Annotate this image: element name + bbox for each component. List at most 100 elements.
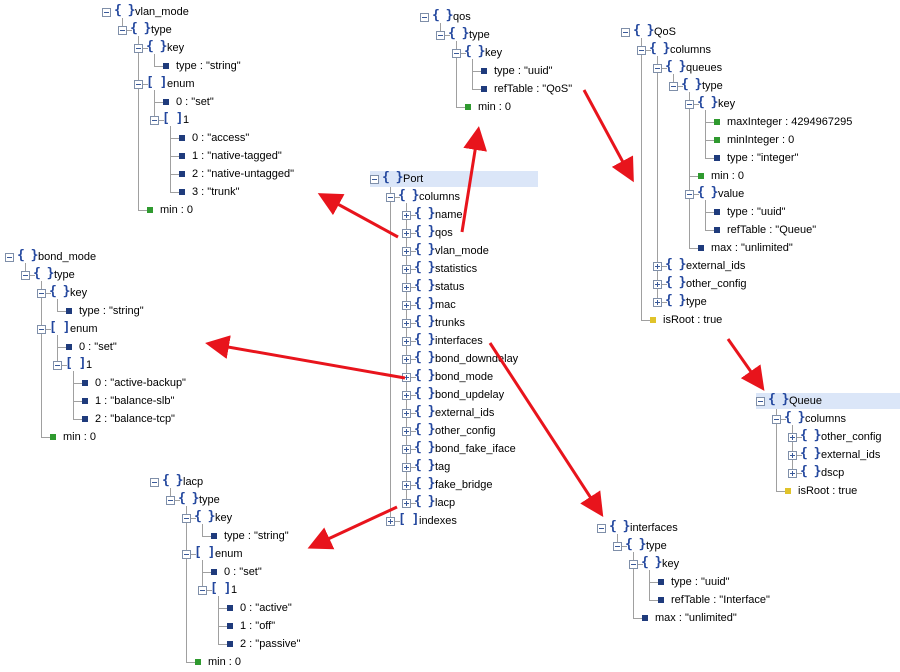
node-label: interfaces bbox=[435, 335, 483, 347]
collapse-icon[interactable] bbox=[370, 175, 379, 184]
expand-icon[interactable] bbox=[402, 481, 411, 490]
object-braces-icon: { } bbox=[414, 494, 436, 509]
object-braces-icon: { } bbox=[800, 428, 822, 443]
collapse-icon[interactable] bbox=[53, 361, 62, 370]
collapse-icon[interactable] bbox=[150, 478, 159, 487]
expand-icon[interactable] bbox=[402, 301, 411, 310]
qos-arrow bbox=[460, 126, 488, 233]
node-label: 1 : "off" bbox=[240, 620, 276, 632]
collapse-icon[interactable] bbox=[166, 496, 175, 505]
boolean-value-icon bbox=[785, 488, 791, 494]
collapse-icon[interactable] bbox=[629, 560, 638, 569]
expand-icon[interactable] bbox=[402, 355, 411, 364]
collapse-icon[interactable] bbox=[134, 44, 143, 53]
object-braces-icon: { } bbox=[382, 170, 404, 185]
string-value-icon bbox=[714, 155, 720, 161]
node-label: refTable : "Queue" bbox=[727, 224, 817, 236]
expand-icon[interactable] bbox=[402, 427, 411, 436]
expand-icon[interactable] bbox=[402, 445, 411, 454]
collapse-icon[interactable] bbox=[685, 190, 694, 199]
expand-icon[interactable] bbox=[653, 280, 662, 289]
node-label: type bbox=[646, 540, 667, 552]
node-label: 1 : "native-tagged" bbox=[192, 150, 282, 162]
array-brackets-icon: [ ] bbox=[210, 581, 232, 596]
node-label: name bbox=[435, 209, 463, 221]
collapse-icon[interactable] bbox=[198, 586, 207, 595]
expand-icon[interactable] bbox=[788, 469, 797, 478]
node-label: type bbox=[702, 80, 723, 92]
collapse-icon[interactable] bbox=[420, 13, 429, 22]
expand-icon[interactable] bbox=[402, 211, 411, 220]
node-label: type bbox=[199, 494, 220, 506]
array-brackets-icon: [ ] bbox=[49, 320, 71, 335]
expand-icon[interactable] bbox=[402, 499, 411, 508]
collapse-icon[interactable] bbox=[637, 46, 646, 55]
expand-icon[interactable] bbox=[788, 451, 797, 460]
collapse-icon[interactable] bbox=[386, 193, 395, 202]
object-braces-icon: { } bbox=[194, 509, 216, 524]
node-label: 0 : "set" bbox=[224, 566, 262, 578]
expand-icon[interactable] bbox=[653, 298, 662, 307]
collapse-icon[interactable] bbox=[5, 253, 14, 262]
collapse-icon[interactable] bbox=[452, 49, 461, 58]
expand-icon[interactable] bbox=[402, 337, 411, 346]
node-label: 1 bbox=[86, 359, 93, 371]
object-braces-icon: { } bbox=[162, 473, 184, 488]
collapse-icon[interactable] bbox=[21, 271, 30, 280]
collapse-icon[interactable] bbox=[772, 415, 781, 424]
collapse-icon[interactable] bbox=[756, 397, 765, 406]
collapse-icon[interactable] bbox=[669, 82, 678, 91]
object-braces-icon: { } bbox=[414, 206, 436, 221]
node-label: key bbox=[215, 512, 233, 524]
collapse-icon[interactable] bbox=[134, 80, 143, 89]
node-label: external_ids bbox=[686, 260, 746, 272]
qos-table-arrow bbox=[582, 89, 634, 183]
expand-icon[interactable] bbox=[386, 517, 395, 526]
array-brackets-icon: [ ] bbox=[162, 111, 184, 126]
node-label: key bbox=[718, 98, 736, 110]
object-braces-icon: { } bbox=[609, 519, 631, 534]
node-label: mac bbox=[435, 299, 456, 311]
collapse-icon[interactable] bbox=[597, 524, 606, 533]
expand-icon[interactable] bbox=[402, 391, 411, 400]
node-label: type : "uuid" bbox=[494, 65, 553, 77]
collapse-icon[interactable] bbox=[102, 8, 111, 17]
collapse-icon[interactable] bbox=[436, 31, 445, 40]
collapse-icon[interactable] bbox=[621, 28, 630, 37]
node-label: QoS bbox=[654, 26, 677, 38]
collapse-icon[interactable] bbox=[37, 325, 46, 334]
expand-icon[interactable] bbox=[653, 262, 662, 271]
expand-icon[interactable] bbox=[402, 247, 411, 256]
string-value-icon bbox=[82, 398, 88, 404]
port-tree-node[interactable]: { }Port bbox=[370, 171, 538, 187]
expand-icon[interactable] bbox=[402, 229, 411, 238]
object-braces-icon: { } bbox=[414, 314, 436, 329]
collapse-icon[interactable] bbox=[182, 514, 191, 523]
collapse-icon[interactable] bbox=[613, 542, 622, 551]
node-label: 2 : "passive" bbox=[240, 638, 301, 650]
expand-icon[interactable] bbox=[402, 283, 411, 292]
expand-icon[interactable] bbox=[402, 463, 411, 472]
node-label: vlan_mode bbox=[435, 245, 489, 257]
string-value-icon bbox=[66, 344, 72, 350]
collapse-icon[interactable] bbox=[685, 100, 694, 109]
node-label: enum bbox=[167, 78, 195, 90]
collapse-icon[interactable] bbox=[653, 64, 662, 73]
expand-icon[interactable] bbox=[402, 319, 411, 328]
node-label: qos bbox=[453, 11, 471, 23]
node-label: min : 0 bbox=[711, 170, 745, 182]
expand-icon[interactable] bbox=[402, 265, 411, 274]
node-label: isRoot : true bbox=[663, 314, 723, 326]
collapse-icon[interactable] bbox=[37, 289, 46, 298]
node-label: 0 : "active" bbox=[240, 602, 292, 614]
object-braces-icon: { } bbox=[649, 41, 671, 56]
collapse-icon[interactable] bbox=[150, 116, 159, 125]
expand-icon[interactable] bbox=[402, 409, 411, 418]
string-value-icon bbox=[82, 380, 88, 386]
collapse-icon[interactable] bbox=[118, 26, 127, 35]
object-braces-icon: { } bbox=[414, 332, 436, 347]
queue-tree-node[interactable]: { }Queue bbox=[756, 393, 900, 409]
collapse-icon[interactable] bbox=[182, 550, 191, 559]
expand-icon[interactable] bbox=[788, 433, 797, 442]
string-value-icon bbox=[227, 605, 233, 611]
